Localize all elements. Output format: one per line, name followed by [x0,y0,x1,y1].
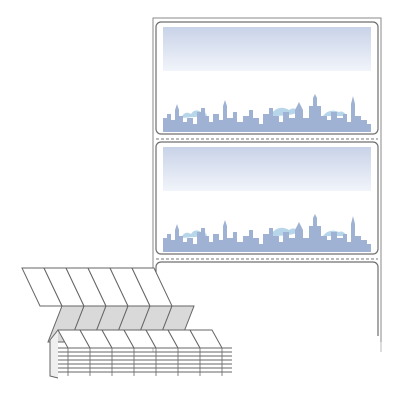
fanfold-top-strip [21,267,173,307]
city-skyline-icon [163,214,371,252]
fanfold-stack-side [49,329,59,379]
label-2 [155,141,379,255]
label-1 [155,21,379,135]
label-1-sky-band [163,27,371,71]
fanfold-front-panels [57,329,223,349]
fanfold-stack-icon [21,267,232,379]
city-skyline-icon [163,94,371,132]
skyline-buildings [163,94,371,132]
skyline-buildings [163,214,371,252]
backing-liner [152,17,382,342]
label-2-sky-band [163,147,371,191]
fanfold-stack-layers [49,329,232,379]
label-strip [152,17,382,352]
